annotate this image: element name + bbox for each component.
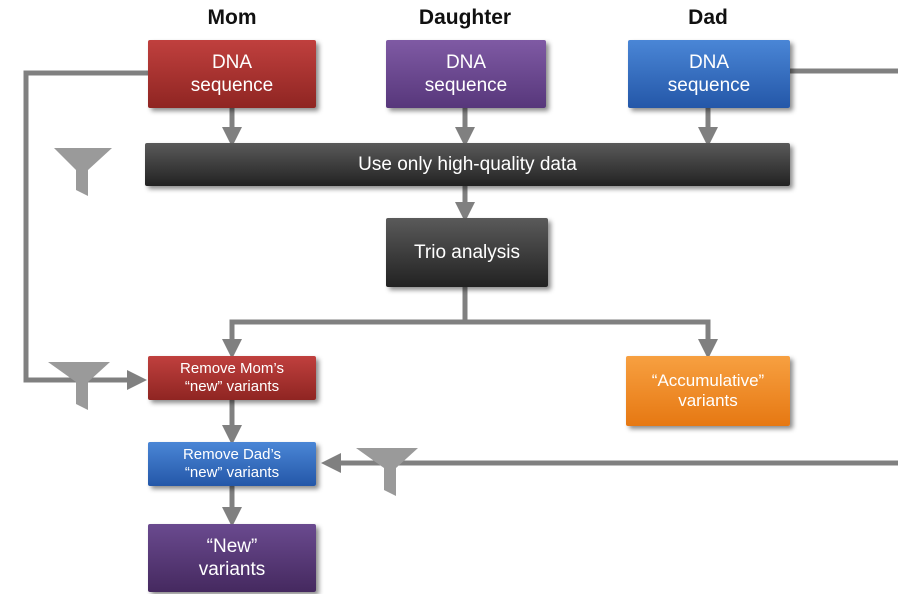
header-dad: Dad <box>688 6 728 29</box>
accumulative-variants-box: “Accumulative” variants <box>626 356 790 426</box>
trio-analysis-box: Trio analysis <box>386 218 548 287</box>
remove-dad-variants-box: Remove Dad’s “new” variants <box>148 442 316 486</box>
header-mom: Mom <box>207 6 257 29</box>
remove-mom-variants-box: Remove Mom’s “new” variants <box>148 356 316 400</box>
header-daughter: Daughter <box>418 6 512 29</box>
quality-filter-bar: Use only high-quality data <box>145 143 790 186</box>
daughter-dna-box: DNA sequence <box>386 40 546 108</box>
funnel-icon <box>54 148 112 196</box>
connector-trio-to-accumulative <box>465 319 718 359</box>
new-variants-box: “New” variants <box>148 524 316 592</box>
dad-dna-box: DNA sequence <box>628 40 790 108</box>
mom-dna-box: DNA sequence <box>148 40 316 108</box>
connector-trio-split <box>222 287 468 359</box>
funnel-icon <box>356 448 418 496</box>
funnel-icon <box>48 362 110 410</box>
connector-mom-bypass <box>23 70 150 390</box>
